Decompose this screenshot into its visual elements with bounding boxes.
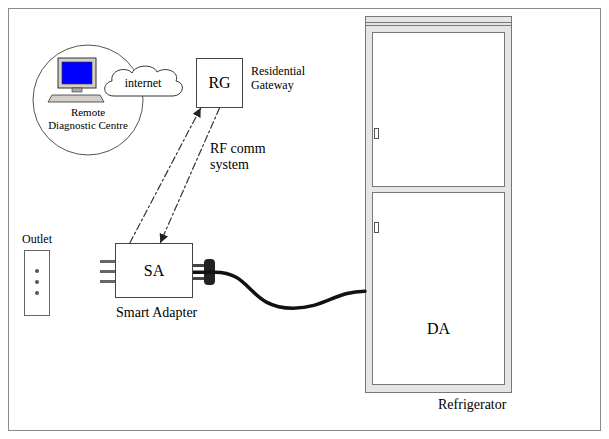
adapter-prong bbox=[100, 280, 115, 283]
adapter-prong bbox=[100, 270, 115, 273]
refrigerator-body bbox=[366, 17, 512, 393]
refrigerator: RefrigeratorDA bbox=[365, 16, 512, 393]
freezer-compartment bbox=[373, 33, 505, 187]
adapter-box: SASmart Adapter bbox=[115, 243, 193, 298]
door-handle bbox=[375, 223, 379, 233]
rf-link-arrow bbox=[160, 108, 219, 243]
circle-shape bbox=[33, 45, 143, 155]
plug-prong bbox=[193, 264, 205, 267]
circle-outline bbox=[32, 44, 144, 156]
appliance-caption: Refrigerator bbox=[438, 397, 506, 413]
gateway-box: RGResidential Gateway bbox=[196, 58, 243, 108]
box-label: SA bbox=[144, 261, 164, 279]
box-label: RG bbox=[208, 74, 230, 92]
rf-link-arrow bbox=[130, 108, 201, 243]
site-label: Remote Diagnostic Centre bbox=[48, 106, 128, 131]
outlet-hole bbox=[35, 280, 39, 284]
outlet-plate: Outlet bbox=[24, 250, 50, 316]
cloud-shape bbox=[105, 66, 183, 96]
compartment-box: DA bbox=[372, 192, 505, 385]
outlet-hole bbox=[35, 269, 39, 273]
picture-frame bbox=[9, 9, 601, 431]
outlet-hole bbox=[35, 291, 39, 295]
edge-label: RF comm system bbox=[209, 140, 275, 174]
outlet-caption: Outlet bbox=[22, 233, 52, 247]
cloud-label: internet bbox=[125, 77, 162, 91]
power-cable bbox=[193, 272, 365, 308]
plug-prong bbox=[193, 277, 205, 280]
computer-stand bbox=[72, 88, 82, 92]
box-label: DA bbox=[427, 319, 450, 337]
door-handle bbox=[375, 129, 379, 139]
computer-keyboard bbox=[48, 95, 104, 102]
adapter-prong bbox=[100, 260, 115, 263]
computer-screen bbox=[62, 62, 92, 84]
refrigerator-top-strip bbox=[366, 22, 511, 23]
fridge-compartment-fill bbox=[373, 193, 505, 385]
refrigerator-top-strip bbox=[366, 25, 511, 26]
computer-monitor bbox=[58, 58, 96, 88]
box-caption: Residential Gateway bbox=[251, 65, 331, 93]
network-cloud: internet bbox=[100, 62, 186, 100]
site-circle: Remote Diagnostic Centre bbox=[32, 44, 144, 156]
box-caption: Smart Adapter bbox=[116, 305, 197, 321]
